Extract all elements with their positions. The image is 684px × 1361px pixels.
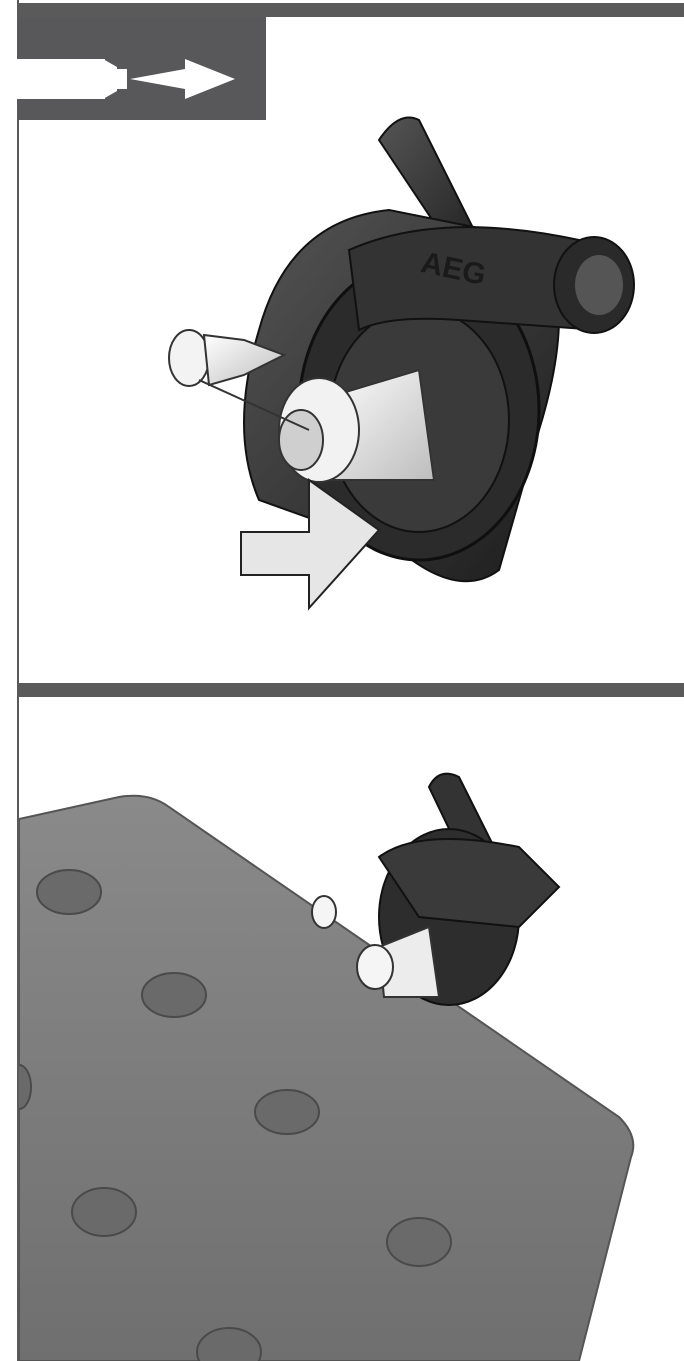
cleaning-illustration <box>19 697 684 1361</box>
top-section-rule <box>17 3 684 17</box>
push-arrow-icon <box>240 478 381 611</box>
insert-nozzle-icon <box>17 17 266 120</box>
mid-section-rule <box>17 683 684 697</box>
left-margin-rule <box>17 0 19 1361</box>
blower-nozzle-illustration: AEG <box>19 100 684 680</box>
